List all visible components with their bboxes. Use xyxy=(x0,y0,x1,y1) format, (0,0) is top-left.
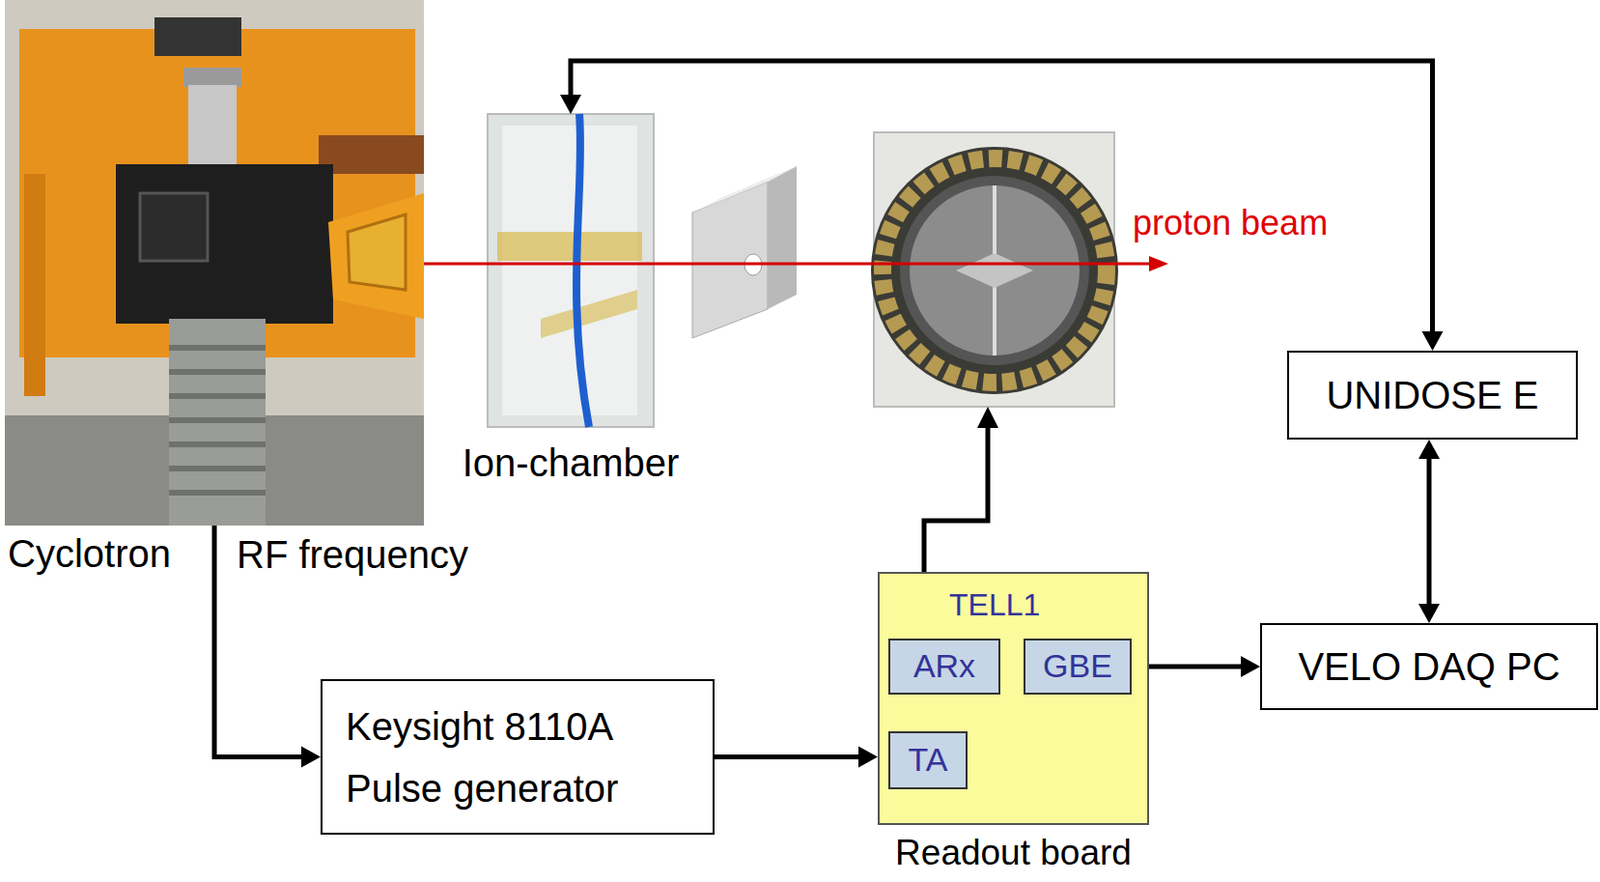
wall xyxy=(4,0,424,526)
node-text: UNIDOSE E xyxy=(1325,372,1539,418)
magnet-yoke xyxy=(19,28,416,358)
bellows xyxy=(168,318,266,526)
arrowhead xyxy=(1240,655,1261,677)
arrowhead xyxy=(1418,603,1440,623)
chamber-plate xyxy=(502,125,638,416)
node-text: GBE xyxy=(1042,646,1113,685)
arrowhead xyxy=(858,746,878,768)
beam-label: proton beam xyxy=(1132,202,1328,243)
node-text: ARx xyxy=(913,646,976,685)
bracket xyxy=(328,193,424,319)
arrowhead xyxy=(560,94,582,114)
sensor-segments xyxy=(882,158,1107,383)
board-module: TA xyxy=(888,730,968,789)
daq-pc-box: VELO DAQ PC xyxy=(1260,622,1599,710)
block-front xyxy=(692,181,768,338)
tape-strip xyxy=(540,289,638,338)
center-foil xyxy=(955,252,1034,288)
cable xyxy=(576,113,590,427)
connector-line xyxy=(714,754,861,759)
collimator-block xyxy=(692,166,797,338)
dosimeter-box: UNIDOSE E xyxy=(1287,350,1578,440)
connector-line xyxy=(1149,664,1243,670)
board-module: GBE xyxy=(1023,638,1132,695)
detector-ring xyxy=(870,146,1119,394)
beam-arrowhead xyxy=(1149,255,1169,272)
velo-detector-photo xyxy=(870,132,1119,407)
node-label: Readout board xyxy=(895,832,1132,874)
hydraulic-cylinder xyxy=(24,173,46,396)
cyclotron-photo xyxy=(4,0,424,526)
arrowhead xyxy=(1422,331,1444,351)
ion-chamber-photo: Ion-chamber xyxy=(487,113,654,427)
front-window xyxy=(140,193,208,261)
connector xyxy=(714,746,878,768)
node-text: Keysight 8110A Pulse generator xyxy=(345,695,690,819)
edge-label: RF frequency xyxy=(236,532,469,577)
connector xyxy=(560,60,1444,351)
arrowhead xyxy=(977,406,999,428)
readout-board: TELL1Readout boardARxGBETA xyxy=(877,571,1150,825)
tape-strip xyxy=(497,231,643,261)
cyclotron-photo: Cyclotron xyxy=(4,0,424,526)
arrowhead xyxy=(301,746,321,768)
node-label: Cyclotron xyxy=(7,531,171,576)
connector-line xyxy=(570,60,1433,334)
node-label: Ion-chamber xyxy=(462,440,680,485)
bellows-rings xyxy=(168,347,266,493)
pulse-generator-box: Keysight 8110A Pulse generator xyxy=(320,678,715,835)
beam-line xyxy=(423,262,1151,266)
block-top xyxy=(692,166,797,213)
inner-ring xyxy=(899,175,1090,365)
bracket-inner xyxy=(347,214,406,290)
proton-beam-line xyxy=(423,255,1169,272)
ion-chamber-photo xyxy=(487,113,654,427)
node-text: VELO DAQ PC xyxy=(1297,644,1560,689)
front-assembly xyxy=(115,164,334,324)
node-label: TELL1 xyxy=(949,587,1040,623)
cylinder-cap xyxy=(183,67,242,87)
arrowhead xyxy=(1418,439,1440,459)
chamber-frame xyxy=(487,113,654,427)
block-side xyxy=(767,166,797,309)
connector-line xyxy=(1427,456,1432,606)
connector xyxy=(1418,439,1440,623)
node-text: TA xyxy=(908,740,949,779)
connector xyxy=(1149,655,1261,677)
coil-band xyxy=(318,135,424,174)
board-module: ARx xyxy=(888,638,1001,695)
inner-disc xyxy=(909,185,1080,356)
top-block xyxy=(154,17,242,57)
